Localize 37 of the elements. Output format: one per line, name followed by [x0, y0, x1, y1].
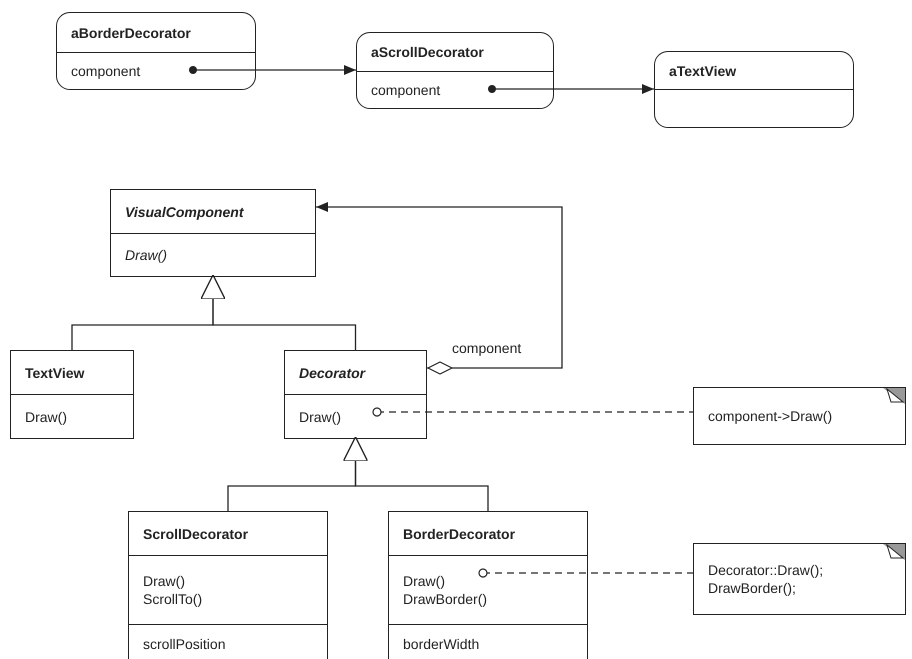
object-box — [56, 12, 256, 90]
operation-list: Draw() ScrollTo() — [143, 572, 235, 608]
arrow — [189, 65, 356, 75]
object-box — [356, 32, 554, 109]
note-text: component->Draw() — [708, 407, 832, 425]
operation-list: Draw() — [125, 246, 167, 264]
inheritance-arrow — [200, 274, 356, 350]
note-connector — [478, 568, 693, 578]
object-box — [654, 51, 854, 128]
note-box — [693, 543, 906, 615]
note-connector — [372, 407, 693, 417]
operation-list: Draw() — [25, 408, 67, 426]
attribute-list: borderWidth — [403, 635, 480, 653]
operation-list: Draw() DrawBorder() — [403, 572, 495, 608]
class-name: Decorator — [299, 364, 366, 382]
class-name: TextView — [25, 364, 84, 382]
class-name: VisualComponent — [125, 202, 244, 220]
inheritance-arrow — [342, 436, 489, 511]
aggregation-arrow — [316, 202, 563, 375]
class-box — [10, 350, 134, 439]
class-box — [110, 189, 316, 277]
attribute-list: scrollPosition — [143, 635, 226, 653]
field-name: component — [71, 62, 140, 80]
object-name: aTextView — [669, 62, 736, 80]
class-name: ScrollDecorator — [143, 524, 248, 542]
class-box — [284, 350, 427, 439]
edge-label: component — [452, 340, 522, 356]
class-name: BorderDecorator — [403, 524, 516, 542]
note-box — [693, 387, 906, 445]
class-box — [128, 511, 328, 659]
operation-list: Draw() — [299, 408, 341, 426]
field-name: component — [371, 81, 440, 99]
object-name: aBorderDecorator — [71, 24, 191, 42]
class-box — [388, 511, 588, 659]
object-name: aScrollDecorator — [371, 43, 484, 61]
note-text: Decorator::Draw(); DrawBorder(); — [708, 561, 824, 597]
arrow — [488, 84, 654, 94]
